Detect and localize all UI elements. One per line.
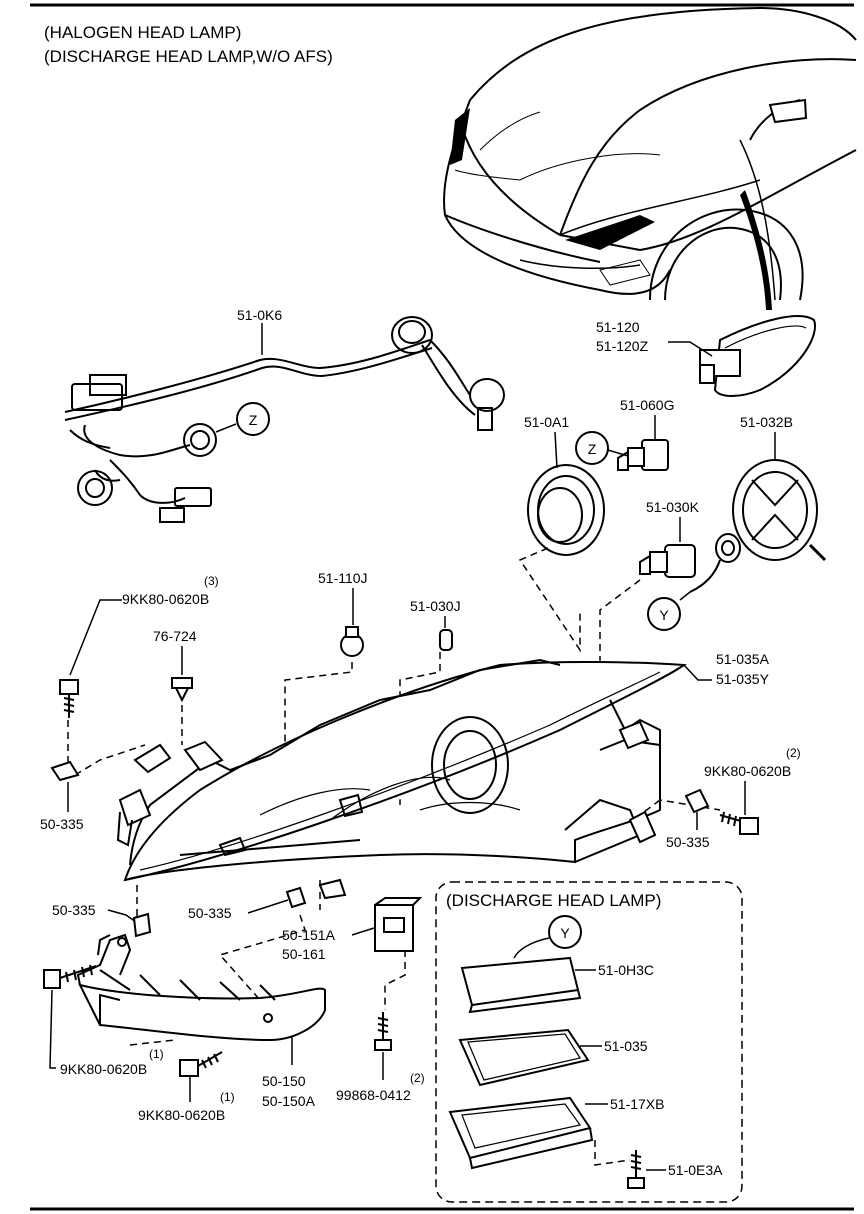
clip-50335-right (684, 788, 710, 814)
leader-y-inset (513, 937, 550, 959)
clip-76724 (171, 677, 193, 703)
label-9kk-lower-2-qty: (1) (220, 1090, 235, 1104)
callout-z-circle-right (575, 431, 609, 465)
label-510e3a: 51-0E3A (668, 1162, 723, 1178)
bolt-lower-middle (179, 1051, 223, 1077)
label-50335-lower-left: 50-335 (52, 902, 96, 918)
bolt-right (719, 811, 759, 835)
label-51035a: 51-035A (716, 651, 770, 667)
callout-y-inset: Y (560, 925, 570, 941)
discharge-inset-frame (435, 881, 743, 1203)
label-9kk-right: 9KK80-0620B (704, 763, 791, 779)
label-9kk-lower-2: 9KK80-0620B (138, 1107, 225, 1123)
car-illustration (443, 6, 857, 301)
label-50335-left: 50-335 (40, 816, 84, 832)
label-510h3c: 51-0H3C (598, 962, 654, 978)
ballast-igniter-510h3c (460, 956, 582, 1014)
clip-50335-lower (132, 912, 152, 938)
label-51035: 51-035 (604, 1038, 648, 1054)
label-5117xb: 51-17XB (610, 1096, 664, 1112)
label-50151a: 50-151A (282, 927, 336, 943)
label-51110j: 51-110J (318, 570, 368, 586)
label-51060g: 51-060G (620, 397, 674, 413)
label-51032b: 51-032B (740, 414, 793, 430)
header-title-line1: (HALOGEN HEAD LAMP) (44, 23, 241, 42)
leader-51035a (683, 664, 712, 681)
leader-510a1 (554, 431, 558, 469)
label-99868-qty: (2) (410, 1071, 425, 1085)
label-9kk-top-left-qty: (3) (204, 574, 219, 588)
clip-50335-left (50, 760, 80, 782)
bolt-lower-left (43, 964, 97, 989)
car-right-headlamp-highlight (565, 215, 655, 250)
leader-50335-mid (247, 899, 289, 914)
label-50161: 50-161 (282, 946, 326, 962)
leader-z-left (215, 423, 237, 433)
leader-z-right (607, 449, 629, 457)
side-marker-lamp (699, 315, 816, 397)
label-76724: 76-724 (153, 628, 197, 644)
label-50335-mid: 50-335 (188, 905, 232, 921)
bulb-51030j (439, 629, 453, 651)
label-50335-right: 50-335 (666, 834, 710, 850)
label-51030j: 51-030J (410, 598, 461, 614)
headlamp-assembly (116, 658, 687, 900)
wiring-harness (64, 316, 505, 523)
leader-51120 (668, 341, 713, 357)
dust-cover-510a1 (527, 464, 605, 556)
side-marker-pointer (740, 190, 772, 310)
discharge-inset-title: (DISCHARGE HEAD LAMP) (446, 891, 661, 910)
leader-9kk-top-left (69, 599, 122, 676)
bulb-51110j (340, 626, 364, 657)
callout-z-circle-left (236, 402, 270, 436)
label-99868: 99868-0412 (336, 1087, 411, 1103)
label-9kk-top-left: 9KK80-0620B (122, 591, 209, 607)
label-9kk-lower-1-qty: (1) (149, 1047, 164, 1061)
bulb-51030k (639, 533, 741, 593)
bolt-top-left (59, 679, 79, 718)
label-51120: 51-120 (596, 319, 640, 335)
label-50150: 50-150 (262, 1073, 306, 1089)
label-51035y: 51-035Y (716, 671, 770, 687)
clip-50335-mid (285, 886, 307, 909)
car-left-headlamp-highlight (450, 108, 470, 165)
callout-y-top: Y (659, 607, 669, 623)
label-9kk-right-qty: (2) (786, 746, 801, 760)
screw-510e3a (627, 1150, 645, 1189)
leader-50151a (351, 927, 375, 936)
bulb-51060g (617, 439, 669, 471)
control-unit-5117xb (448, 1096, 594, 1170)
callout-z-right: Z (588, 441, 597, 457)
callout-y-circle-top (647, 597, 681, 631)
leader-y-top (679, 591, 691, 601)
label-50150a: 50-150A (262, 1093, 316, 1109)
label-510a1: 51-0A1 (524, 414, 569, 430)
lower-bracket-50150 (76, 933, 326, 1042)
label-9kk-lower-1: 9KK80-0620B (60, 1061, 147, 1077)
callout-y-circle-inset (548, 915, 582, 949)
screw-99868 (374, 1012, 392, 1051)
leader-9kk-lower-1 (49, 989, 56, 1069)
header-title-line2: (DISCHARGE HEAD LAMP,W/O AFS) (44, 47, 333, 66)
leader-50335-lower-left (107, 909, 137, 923)
label-510k6: 51-0K6 (237, 307, 282, 323)
actuator-50151a (374, 897, 423, 952)
callout-z-left: Z (249, 412, 258, 428)
gasket-51035 (458, 1028, 590, 1087)
dust-cover-51032b (732, 459, 827, 562)
label-51030k: 51-030K (646, 499, 700, 515)
label-51120z: 51-120Z (596, 338, 649, 354)
